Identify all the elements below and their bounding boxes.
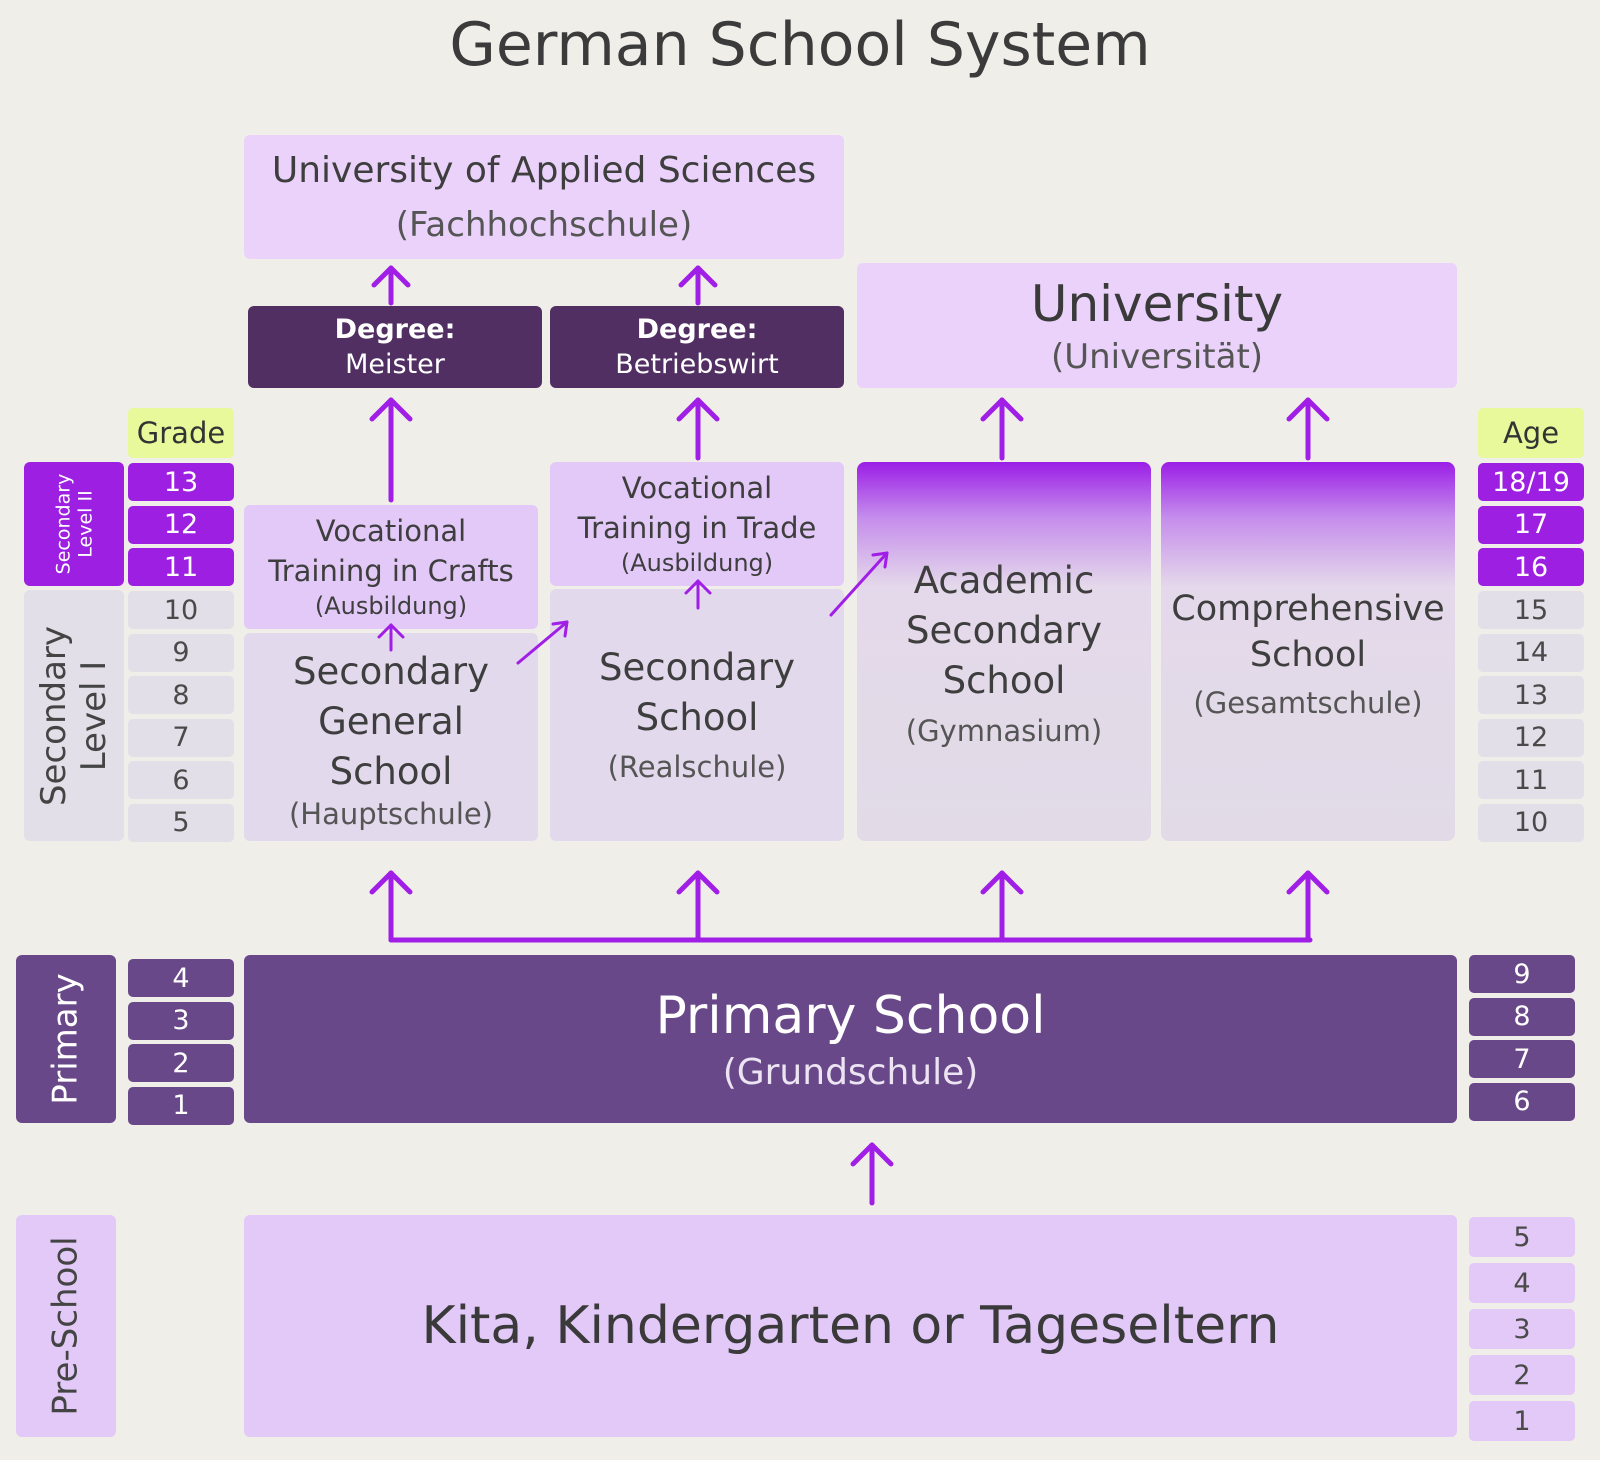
degree-betriebswirt-box: Degree: Betriebswirt [550,306,844,388]
secondary-level-2-label: Secondary Level II [24,462,124,586]
grade-cell-1: 1 [128,1086,234,1125]
fachhochschule-box: University of Applied Sciences (Fachhoch… [244,135,844,259]
age-cell-6: 6 [1469,1082,1575,1121]
hauptschule-german: (Hauptschule) [288,797,494,831]
vocational-crafts-line2: Training in Crafts [268,554,514,588]
age-cell-14: 14 [1478,633,1584,672]
vocational-trade-line2: Training in Trade [577,511,817,545]
arrow-primary-to-secondary-3-head [980,870,1024,895]
age-cell-15: 15 [1478,591,1584,629]
grade-cell-3: 3 [128,1001,234,1040]
grade-cell-12: 12 [128,505,234,544]
vocational-crafts-line1: Vocational [315,514,467,548]
age-cell-2: 2 [1469,1355,1575,1395]
gymnasium-box: Academic Secondary School (Gymnasium) [857,462,1151,841]
age-cell-4: 4 [1469,1263,1575,1303]
grade-cell-10: 10 [128,591,234,629]
hauptschule-line3: School [329,750,453,793]
grade-cell-7: 7 [128,718,234,757]
arrow-preschool-to-primary-head [850,1142,894,1167]
arrow-realschule-to-gymnasium-head [871,551,889,569]
page-title: German School System [449,10,1151,80]
vocational-crafts-german: (Ausbildung) [314,592,468,620]
age-cell-12: 12 [1478,718,1584,757]
fachhochschule-german: (Fachhochschule) [395,204,693,245]
arrow-crafts-to-meister-head [369,397,413,422]
age-cell-7: 7 [1469,1040,1575,1078]
age-cell-5: 5 [1469,1217,1575,1257]
arrow-hauptschule-to-crafts-head [377,623,405,639]
university-name: University [1030,274,1284,333]
realschule-box: Secondary School (Realschule) [550,589,844,841]
age-cell-1: 1 [1469,1401,1575,1441]
arrow-primary-to-secondary-4-head [1286,870,1330,895]
arrow-gymnasium-to-university-head [980,397,1024,422]
age-cell-11: 11 [1478,761,1584,799]
primary-school-box: Primary School (Grundschule) [244,955,1457,1123]
arrow-realschule-to-trade-head [684,579,712,595]
gesamtschule-line1: Comprehensive [1171,589,1445,629]
vocational-trade-box: Vocational Training in Trade (Ausbildung… [550,462,844,586]
gesamtschule-box: Comprehensive School (Gesamtschule) [1161,462,1455,841]
grade-cell-11: 11 [128,548,234,586]
arrow-hauptschule-to-realschule-shaft [516,620,569,665]
preschool-level-label: Pre-School [16,1215,116,1437]
realschule-line2: School [635,696,759,739]
degree-meister-value: Meister [345,349,445,380]
hauptschule-line1: Secondary [293,650,489,693]
arrow-meister-to-fh-head [371,265,411,288]
age-cell-17: 17 [1478,505,1584,544]
arrow-realschule-to-gymnasium-shaft [829,551,889,617]
hauptschule-box: Secondary General School (Hauptschule) [244,633,538,841]
gymnasium-line3: School [942,659,1066,702]
age-cell-16: 16 [1478,548,1584,586]
arrow-primary-to-secondary-1-head [369,870,413,895]
age-cell-13: 13 [1478,676,1584,714]
degree-betriebswirt-label: Degree: [636,314,758,345]
grade-cell-6: 6 [128,761,234,799]
vocational-trade-line1: Vocational [621,471,773,505]
gymnasium-german: (Gymnasium) [905,714,1103,748]
arrow-primary-to-secondary-2-head [676,870,720,895]
grade-cell-5: 5 [128,803,234,842]
grade-cell-8: 8 [128,676,234,714]
gesamtschule-german: (Gesamtschule) [1193,686,1423,720]
grade-header: Grade [128,408,234,458]
arrow-gesamtschule-to-university-head [1286,397,1330,422]
degree-meister-box: Degree: Meister [248,306,542,388]
gymnasium-line1: Academic [913,559,1095,602]
age-cell-8: 8 [1469,997,1575,1036]
grade-cell-13: 13 [128,463,234,501]
realschule-line1: Secondary [599,646,795,689]
university-german: (Universität) [1050,336,1264,377]
age-header: Age [1478,408,1584,458]
grade-cell-4: 4 [128,959,234,997]
degree-meister-label: Degree: [334,314,456,345]
age-cell-10: 10 [1478,803,1584,842]
hauptschule-line2: General [318,700,464,743]
university-box: University (Universität) [857,263,1457,388]
preschool-box: Kita, Kindergarten or Tageseltern [244,1215,1457,1437]
vocational-trade-german: (Ausbildung) [620,549,774,577]
degree-betriebswirt-value: Betriebswirt [615,349,779,380]
realschule-german: (Realschule) [607,750,787,784]
preschool-name: Kita, Kindergarten or Tageseltern [421,1296,1280,1356]
arrow-trade-to-betriebswirt-head [676,397,720,422]
primary-school-german: (Grundschule) [722,1051,979,1093]
age-cell-18-19: 18/19 [1478,463,1584,501]
age-cell-3: 3 [1469,1309,1575,1349]
gesamtschule-line2: School [1249,635,1367,675]
arrow-betriebswirt-to-fh-head [678,265,718,288]
vocational-crafts-box: Vocational Training in Crafts (Ausbildun… [244,505,538,629]
primary-school-name: Primary School [655,985,1046,1046]
age-cell-9: 9 [1469,955,1575,993]
gymnasium-line2: Secondary [906,609,1102,652]
primary-level-label: Primary [16,955,116,1123]
fachhochschule-name: University of Applied Sciences [271,149,817,191]
grade-cell-9: 9 [128,633,234,672]
secondary-level-1-label: Secondary Level I [24,590,124,841]
arrow-hauptschule-to-realschule-head [551,620,569,638]
grade-cell-2: 2 [128,1044,234,1082]
